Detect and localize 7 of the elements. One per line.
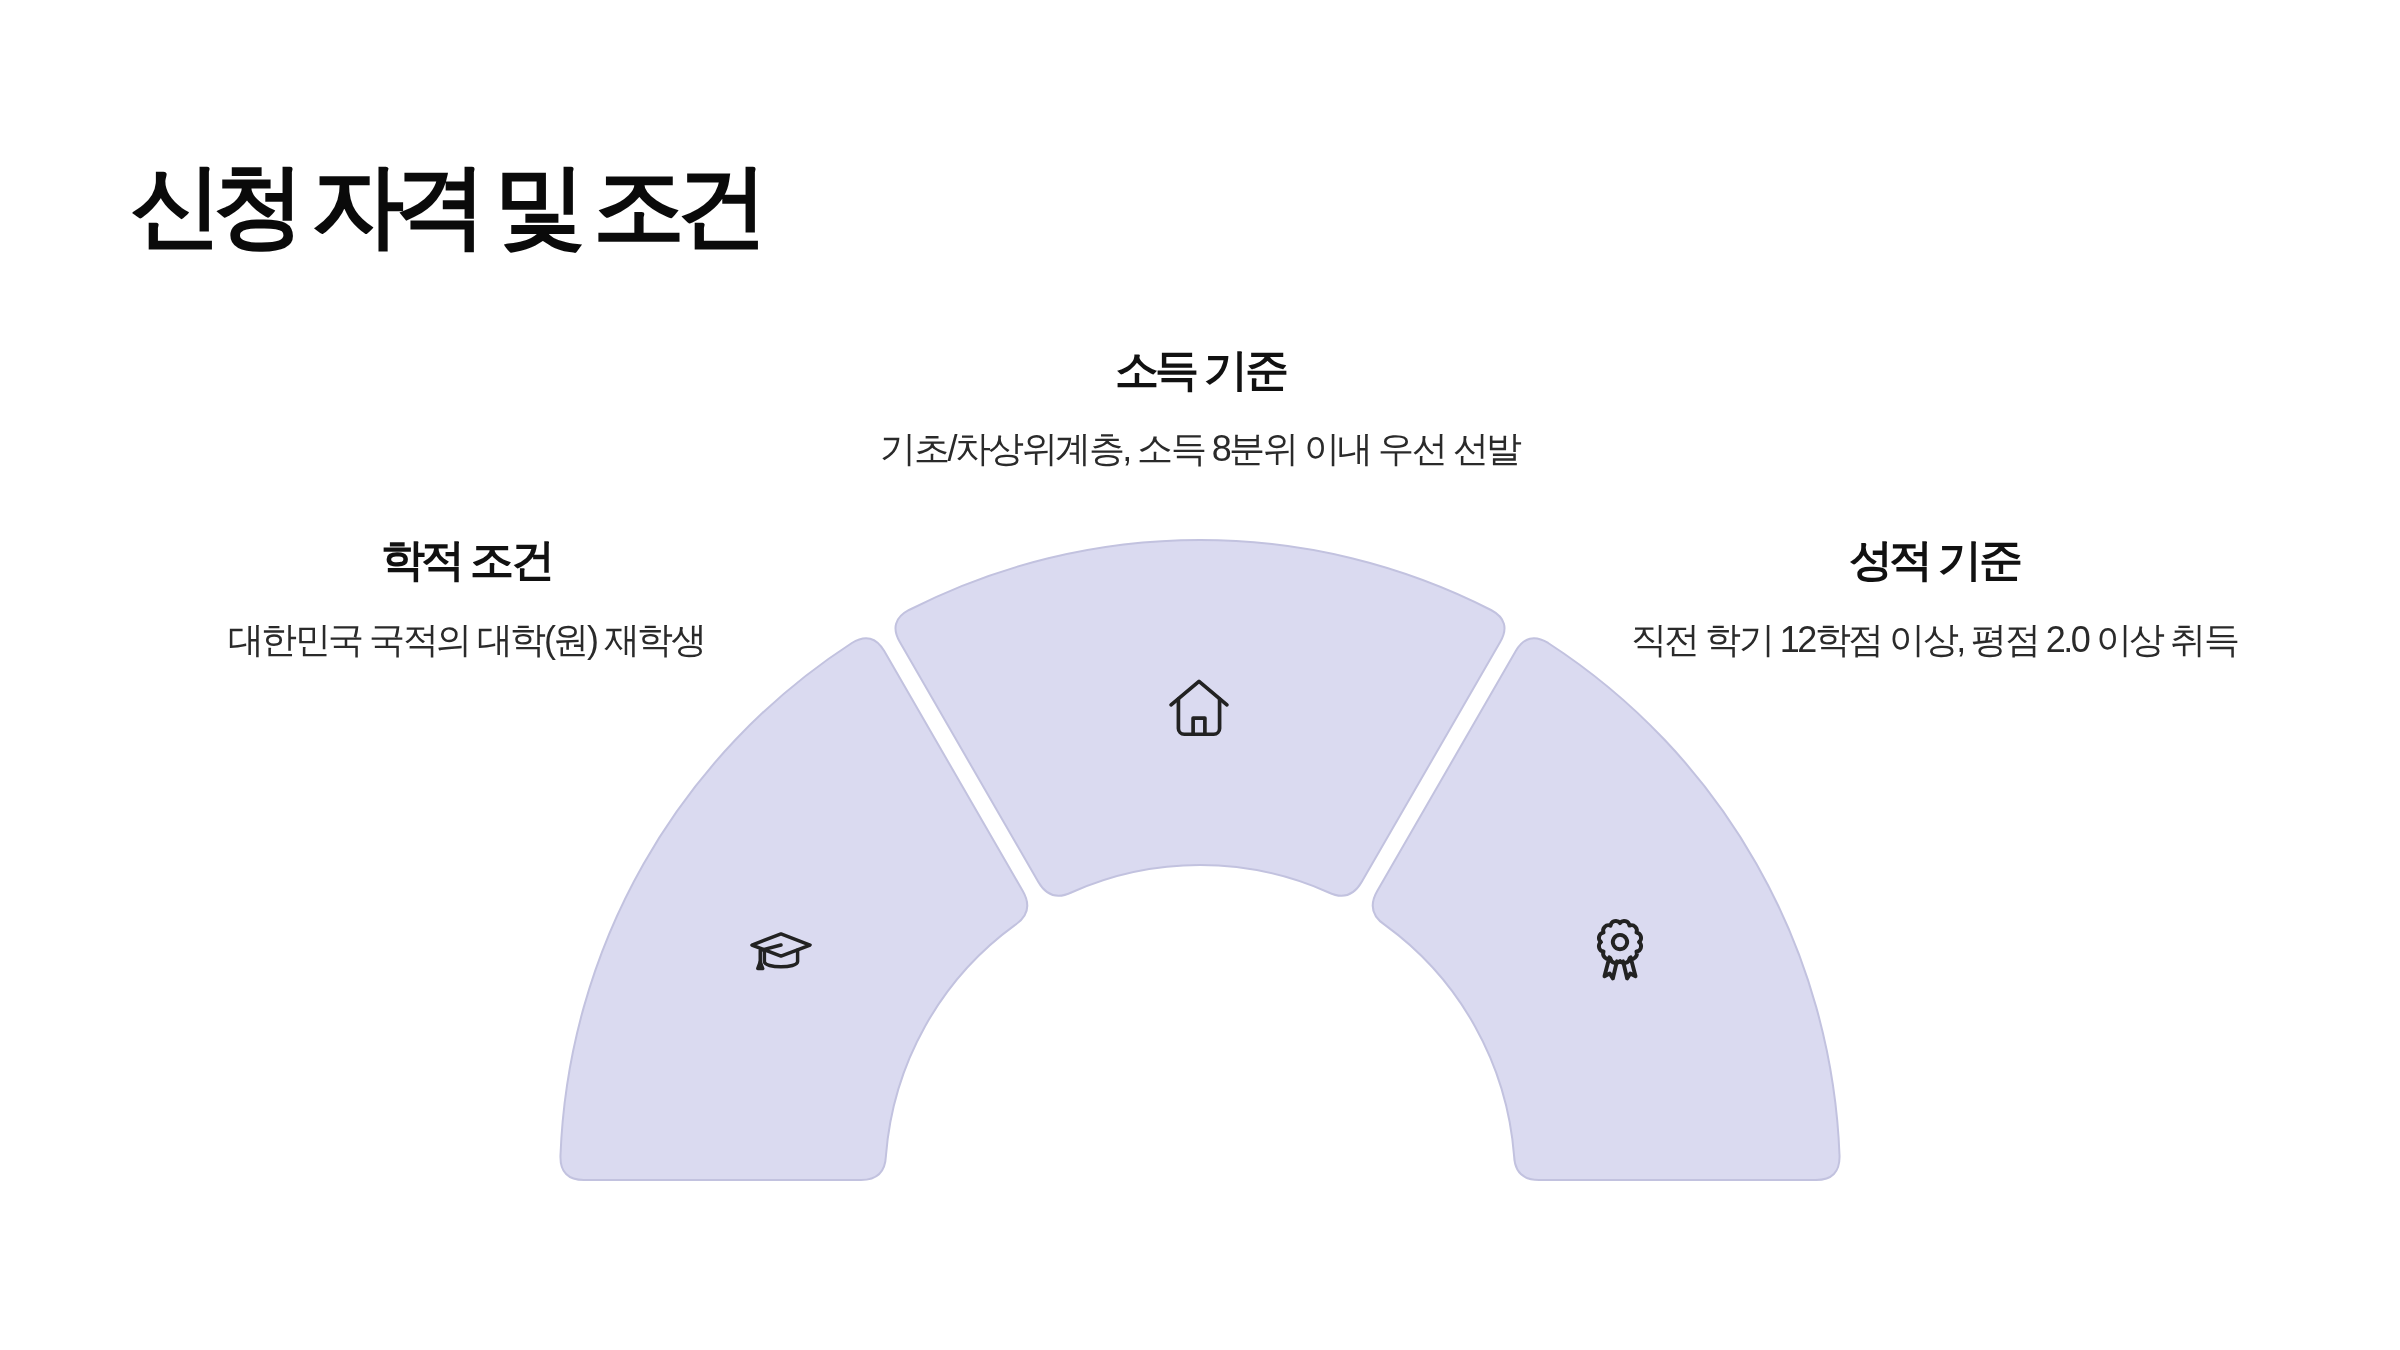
description: 대한민국 국적의 대학(원) 재학생 bbox=[227, 618, 705, 662]
description: 기초/차상위계층, 소득 8분위 이내 우선 선발 bbox=[880, 427, 1520, 471]
title: 신청 자격 및 조건 bbox=[130, 153, 759, 258]
heading: 학적 조건 bbox=[380, 534, 552, 586]
description: 직전 학기 12학점 이상, 평점 2.0 이상 취득 bbox=[1630, 618, 2238, 662]
heading: 성적 기준 bbox=[1848, 534, 2020, 586]
heading: 소득 기준 bbox=[1114, 344, 1286, 396]
